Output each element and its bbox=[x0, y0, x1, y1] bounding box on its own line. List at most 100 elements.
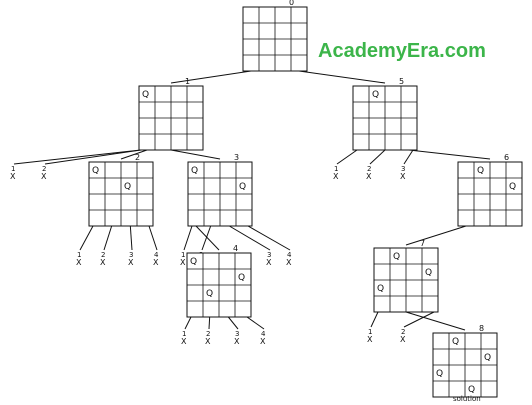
dead-end-edge bbox=[148, 225, 158, 251]
dead-end-edge bbox=[79, 225, 94, 251]
board-node-7: Q Q Q 7 bbox=[373, 239, 439, 313]
dead-end-label: 4 bbox=[154, 251, 159, 259]
dead-end-label: 1 bbox=[11, 165, 15, 173]
queen-marker: Q bbox=[484, 353, 491, 363]
dead-end-label: 2 bbox=[42, 165, 46, 173]
dead-end-label: 2 bbox=[401, 328, 405, 336]
dead-end-mark: X bbox=[181, 337, 187, 346]
dead-end-label: 4 bbox=[287, 251, 292, 259]
queen-marker: Q bbox=[124, 182, 131, 192]
dead-end-mark: X bbox=[367, 335, 373, 344]
dead-end-edge bbox=[403, 149, 414, 165]
node-label: 3 bbox=[234, 153, 239, 162]
dead-end-mark: X bbox=[128, 258, 134, 267]
dead-end-label: 2 bbox=[101, 251, 105, 259]
node-label: 8 bbox=[479, 324, 484, 333]
dead-ends-layer: 1X2X1X2X3X4X1X2X3X4X1X2X3X4X1X2X3X1X2X bbox=[10, 149, 435, 346]
queen-marker: Q bbox=[190, 257, 197, 267]
board-node-4: Q Q Q 4 bbox=[186, 244, 252, 318]
dead-end-edge bbox=[403, 311, 435, 328]
queen-marker: Q bbox=[468, 385, 475, 395]
node-label: 4 bbox=[233, 244, 238, 253]
dead-end-edge bbox=[103, 225, 113, 251]
dead-end-edge bbox=[227, 316, 239, 330]
queen-marker: Q bbox=[377, 284, 384, 294]
dead-end-mark: X bbox=[260, 337, 266, 346]
dead-end-label: 1 bbox=[181, 251, 185, 259]
queen-marker: Q bbox=[92, 166, 99, 176]
edge-1-2 bbox=[120, 149, 148, 160]
queen-marker: Q bbox=[372, 90, 379, 100]
queen-marker: Q bbox=[509, 182, 516, 192]
dead-end-edge bbox=[208, 316, 211, 330]
queen-marker: Q bbox=[239, 182, 246, 192]
board-node-3: Q Q 3 bbox=[187, 153, 253, 227]
dead-end-mark: X bbox=[100, 258, 106, 267]
edge-1-3 bbox=[170, 149, 221, 160]
edge-7-8 bbox=[405, 311, 466, 331]
node-label: 7 bbox=[420, 239, 425, 248]
edge-5-6 bbox=[408, 149, 491, 160]
dead-end-edge bbox=[201, 225, 212, 251]
dead-end-edge bbox=[229, 225, 271, 251]
solution-caption: solution bbox=[453, 395, 481, 403]
queen-marker: Q bbox=[452, 337, 459, 347]
edge-0-1 bbox=[170, 70, 252, 84]
dead-end-edge bbox=[336, 149, 358, 165]
node-label: 2 bbox=[135, 153, 140, 162]
board-node-6: Q Q 6 bbox=[457, 153, 523, 227]
dead-end-edge bbox=[247, 225, 291, 251]
dead-end-mark: X bbox=[266, 258, 272, 267]
dead-end-mark: X bbox=[400, 172, 406, 181]
node-label: 0 bbox=[289, 0, 294, 7]
dead-end-label: 1 bbox=[368, 328, 372, 336]
node-label: 6 bbox=[504, 153, 509, 162]
board-node-8: Q Q Q Q 8 bbox=[432, 324, 498, 398]
dead-end-mark: X bbox=[10, 172, 16, 181]
dead-end-mark: X bbox=[286, 258, 292, 267]
dead-end-label: 1 bbox=[182, 330, 186, 338]
queen-marker: Q bbox=[393, 252, 400, 262]
dead-end-mark: X bbox=[366, 172, 372, 181]
dead-end-mark: X bbox=[180, 258, 186, 267]
node-label: 1 bbox=[185, 77, 190, 86]
watermark-text: AcademyEra.com bbox=[318, 40, 486, 62]
board-node-1: Q1 bbox=[138, 77, 204, 151]
dead-end-mark: X bbox=[205, 337, 211, 346]
dead-end-edge bbox=[13, 149, 142, 165]
queen-marker: Q bbox=[206, 289, 213, 299]
dead-end-label: 3 bbox=[129, 251, 133, 259]
queen-marker: Q bbox=[425, 268, 432, 278]
dead-end-edge bbox=[44, 149, 142, 165]
dead-end-label: 3 bbox=[235, 330, 239, 338]
dead-end-edge bbox=[246, 316, 265, 330]
dead-end-mark: X bbox=[153, 258, 159, 267]
dead-end-edge bbox=[369, 149, 386, 165]
dead-end-mark: X bbox=[234, 337, 240, 346]
board-node-0: 0 bbox=[242, 0, 308, 72]
queen-marker: Q bbox=[477, 166, 484, 176]
queen-marker: Q bbox=[436, 369, 443, 379]
node-label: 5 bbox=[399, 77, 404, 86]
dead-end-edge bbox=[183, 225, 193, 251]
edge-0-5 bbox=[298, 70, 386, 84]
dead-end-edge bbox=[129, 225, 133, 251]
dead-end-label: 3 bbox=[267, 251, 271, 259]
queen-marker: Q bbox=[238, 273, 245, 283]
dead-end-mark: X bbox=[76, 258, 82, 267]
edge-3-4 bbox=[195, 225, 220, 251]
dead-end-label: 3 bbox=[401, 165, 405, 173]
board-node-5: Q5 bbox=[352, 77, 418, 151]
queen-marker: Q bbox=[191, 166, 198, 176]
dead-end-label: 1 bbox=[77, 251, 81, 259]
dead-end-edge bbox=[184, 316, 192, 330]
board-node-2: Q Q 2 bbox=[88, 153, 154, 227]
dead-end-edge bbox=[370, 311, 379, 328]
dead-end-mark: X bbox=[333, 172, 339, 181]
dead-end-label: 4 bbox=[261, 330, 266, 338]
edge-6-7 bbox=[405, 225, 467, 246]
dead-end-mark: X bbox=[400, 335, 406, 344]
